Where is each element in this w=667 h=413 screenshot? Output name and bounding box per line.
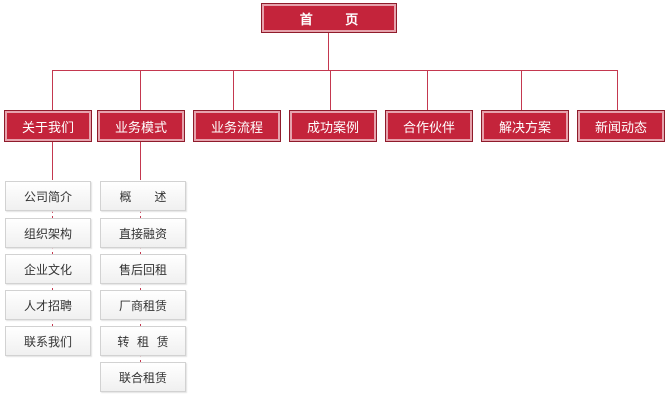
sub-node-label: 组织架构 <box>23 226 72 241</box>
top-node-label: 解决方案 <box>498 120 551 136</box>
sub-node-label: 厂商租赁 <box>118 298 167 313</box>
sub-node-company-profile[interactable]: 公司简介 <box>5 181 91 211</box>
root-node-home[interactable]: 首 页 <box>261 3 397 33</box>
business-dotted-connector <box>140 210 141 362</box>
sub-node-sale-leaseback[interactable]: 售后回租 <box>100 254 186 284</box>
sub-node-direct-financing[interactable]: 直接融资 <box>100 218 186 248</box>
top-node-label: 业务模式 <box>114 120 167 136</box>
drop-solutions <box>521 70 522 110</box>
top-node-label: 关于我们 <box>21 120 74 136</box>
drop-process <box>233 70 234 110</box>
drop-cases <box>330 70 331 110</box>
top-node-solutions[interactable]: 解决方案 <box>481 110 569 142</box>
horizontal-bus <box>52 70 618 71</box>
sub-node-overview[interactable]: 概 述 <box>100 181 186 211</box>
sub-node-label: 售后回租 <box>118 262 167 277</box>
top-node-partners[interactable]: 合作伙伴 <box>385 110 473 142</box>
sub-node-label: 概 述 <box>119 189 167 204</box>
drop-news <box>617 70 618 110</box>
sub-node-sublease[interactable]: 转 租 赁 <box>100 326 186 356</box>
top-node-success-cases[interactable]: 成功案例 <box>289 110 377 142</box>
sub-node-label: 联合租赁 <box>118 370 167 385</box>
about-stem <box>52 142 53 180</box>
top-node-label: 业务流程 <box>210 120 263 136</box>
sub-node-label: 公司简介 <box>23 189 72 204</box>
root-stem <box>328 33 329 71</box>
sub-node-corporate-culture[interactable]: 企业文化 <box>5 254 91 284</box>
drop-about <box>52 70 53 110</box>
sub-node-label: 人才招聘 <box>23 298 72 313</box>
top-node-label: 合作伙伴 <box>402 120 455 136</box>
sub-node-contact-us[interactable]: 联系我们 <box>5 326 91 356</box>
sub-node-label: 转 租 赁 <box>117 334 169 349</box>
top-node-label: 新闻动态 <box>594 120 647 136</box>
top-node-label: 成功案例 <box>306 120 359 136</box>
sub-node-organization[interactable]: 组织架构 <box>5 218 91 248</box>
business-stem <box>140 142 141 180</box>
root-label: 首 页 <box>299 12 373 28</box>
top-node-news[interactable]: 新闻动态 <box>577 110 665 142</box>
top-node-business-model[interactable]: 业务模式 <box>97 110 185 142</box>
sub-node-label: 直接融资 <box>118 226 167 241</box>
sub-node-vendor-leasing[interactable]: 厂商租赁 <box>100 290 186 320</box>
sub-node-label: 联系我们 <box>23 334 72 349</box>
sub-node-label: 企业文化 <box>23 262 72 277</box>
top-node-business-process[interactable]: 业务流程 <box>193 110 281 142</box>
drop-business <box>140 70 141 110</box>
top-node-about[interactable]: 关于我们 <box>4 110 92 142</box>
drop-partners <box>427 70 428 110</box>
sub-node-joint-leasing[interactable]: 联合租赁 <box>100 362 186 392</box>
sub-node-recruitment[interactable]: 人才招聘 <box>5 290 91 320</box>
